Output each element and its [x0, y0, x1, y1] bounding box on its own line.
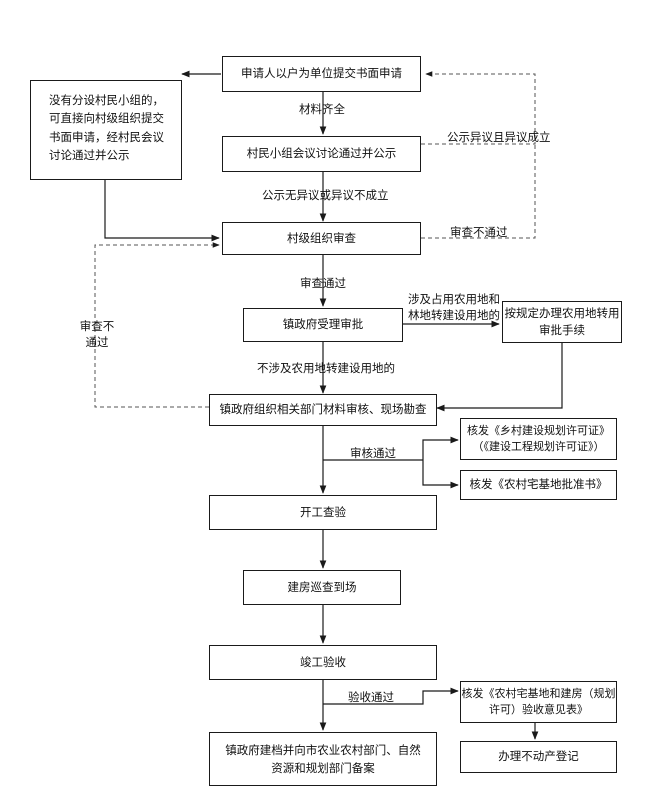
- edge-branch-to-planning: [422, 436, 459, 460]
- edge-label-audit-passed: 审核通过: [350, 446, 396, 460]
- node-apply-label: 申请人以户为单位提交书面申请: [241, 66, 402, 81]
- node-no-group: 没有分设村民小组的，可直接向村级组织提交书面申请，经村民会议讨论通过并公示: [30, 80, 182, 180]
- edge-label-acceptance-passed: 验收通过: [348, 690, 394, 704]
- edge-label-materials-complete: 材料齐全: [299, 102, 345, 116]
- edge-label-no-objection: 公示无异议或异议不成立: [262, 188, 389, 202]
- edge-label-review-passed: 审查通过: [300, 276, 346, 290]
- edge-farmland-to-inspect: [436, 343, 563, 412]
- node-village-review-label: 村级组织审查: [287, 230, 356, 245]
- node-village-review: 村级组织审查: [222, 222, 421, 255]
- edge-nogroup-to-review: [104, 180, 220, 242]
- edge-label-publicity-objection: 公示异议且异议成立: [447, 130, 551, 144]
- node-village-group: 村民小组会议讨论通过并公示: [222, 136, 421, 172]
- node-town-accept: 镇政府受理审批: [243, 308, 403, 342]
- node-town-inspect: 镇政府组织相关部门材料审核、现场勘查: [209, 394, 437, 426]
- node-farmland-procedure: 按规定办理农用地转用审批手续: [502, 301, 622, 343]
- edge-label-no-farmland: 不涉及农用地转建设用地的: [257, 361, 395, 375]
- node-homestead-approval-label: 核发《农村宅基地批准书》: [469, 477, 608, 492]
- node-acceptance-opinion: 核发《农村宅基地和建房（规划许可）验收意见表》: [460, 681, 617, 723]
- node-patrol: 建房巡查到场: [243, 570, 401, 605]
- node-property-reg: 办理不动产登记: [460, 741, 617, 773]
- node-start-inspection-label: 开工查验: [300, 504, 346, 519]
- node-homestead-approval: 核发《农村宅基地批准书》: [460, 470, 617, 500]
- edge-objection-feedback: [421, 71, 536, 145]
- node-farmland-procedure-label: 按规定办理农用地转用审批手续: [504, 305, 620, 337]
- edge-label-review-failed: 审查不通过: [450, 225, 508, 239]
- edge-label-review-not-passed-side: 审查不通过: [79, 319, 115, 350]
- node-completion: 竣工验收: [209, 645, 437, 680]
- node-patrol-label: 建房巡查到场: [287, 579, 357, 594]
- node-planning-permit-label: 核发《乡村建设规划许可证》（《建设工程规划许可证》）: [467, 423, 610, 454]
- node-property-reg-label: 办理不动产登记: [498, 749, 579, 764]
- edge-review-failed-feedback: [421, 144, 536, 239]
- node-start-inspection: 开工查验: [209, 495, 437, 530]
- edge-side-failed-feedback: [94, 242, 220, 408]
- edge-branch-to-homestead: [422, 460, 459, 489]
- node-apply: 申请人以户为单位提交书面申请: [222, 56, 421, 92]
- node-acceptance-opinion-label: 核发《农村宅基地和建房（规划许可）验收意见表》: [461, 686, 616, 717]
- node-archive-label: 镇政府建档并向市农业农村部门、自然资源和规划部门备案: [225, 742, 421, 775]
- node-planning-permit: 核发《乡村建设规划许可证》（《建设工程规划许可证》）: [460, 418, 617, 460]
- node-no-group-label: 没有分设村民小组的，可直接向村级组织提交书面申请，经村民会议讨论通过并公示: [49, 93, 164, 163]
- node-village-group-label: 村民小组会议讨论通过并公示: [246, 146, 397, 161]
- node-completion-label: 竣工验收: [300, 654, 346, 669]
- node-town-accept-label: 镇政府受理审批: [282, 317, 364, 332]
- node-town-inspect-label: 镇政府组织相关部门材料审核、现场勘查: [219, 402, 427, 417]
- edge-acceptance-branch: [323, 687, 459, 705]
- edge-label-involves-farmland: 涉及占用农用地和林地转建设用地的: [408, 292, 500, 323]
- node-archive: 镇政府建档并向市农业农村部门、自然资源和规划部门备案: [209, 732, 437, 786]
